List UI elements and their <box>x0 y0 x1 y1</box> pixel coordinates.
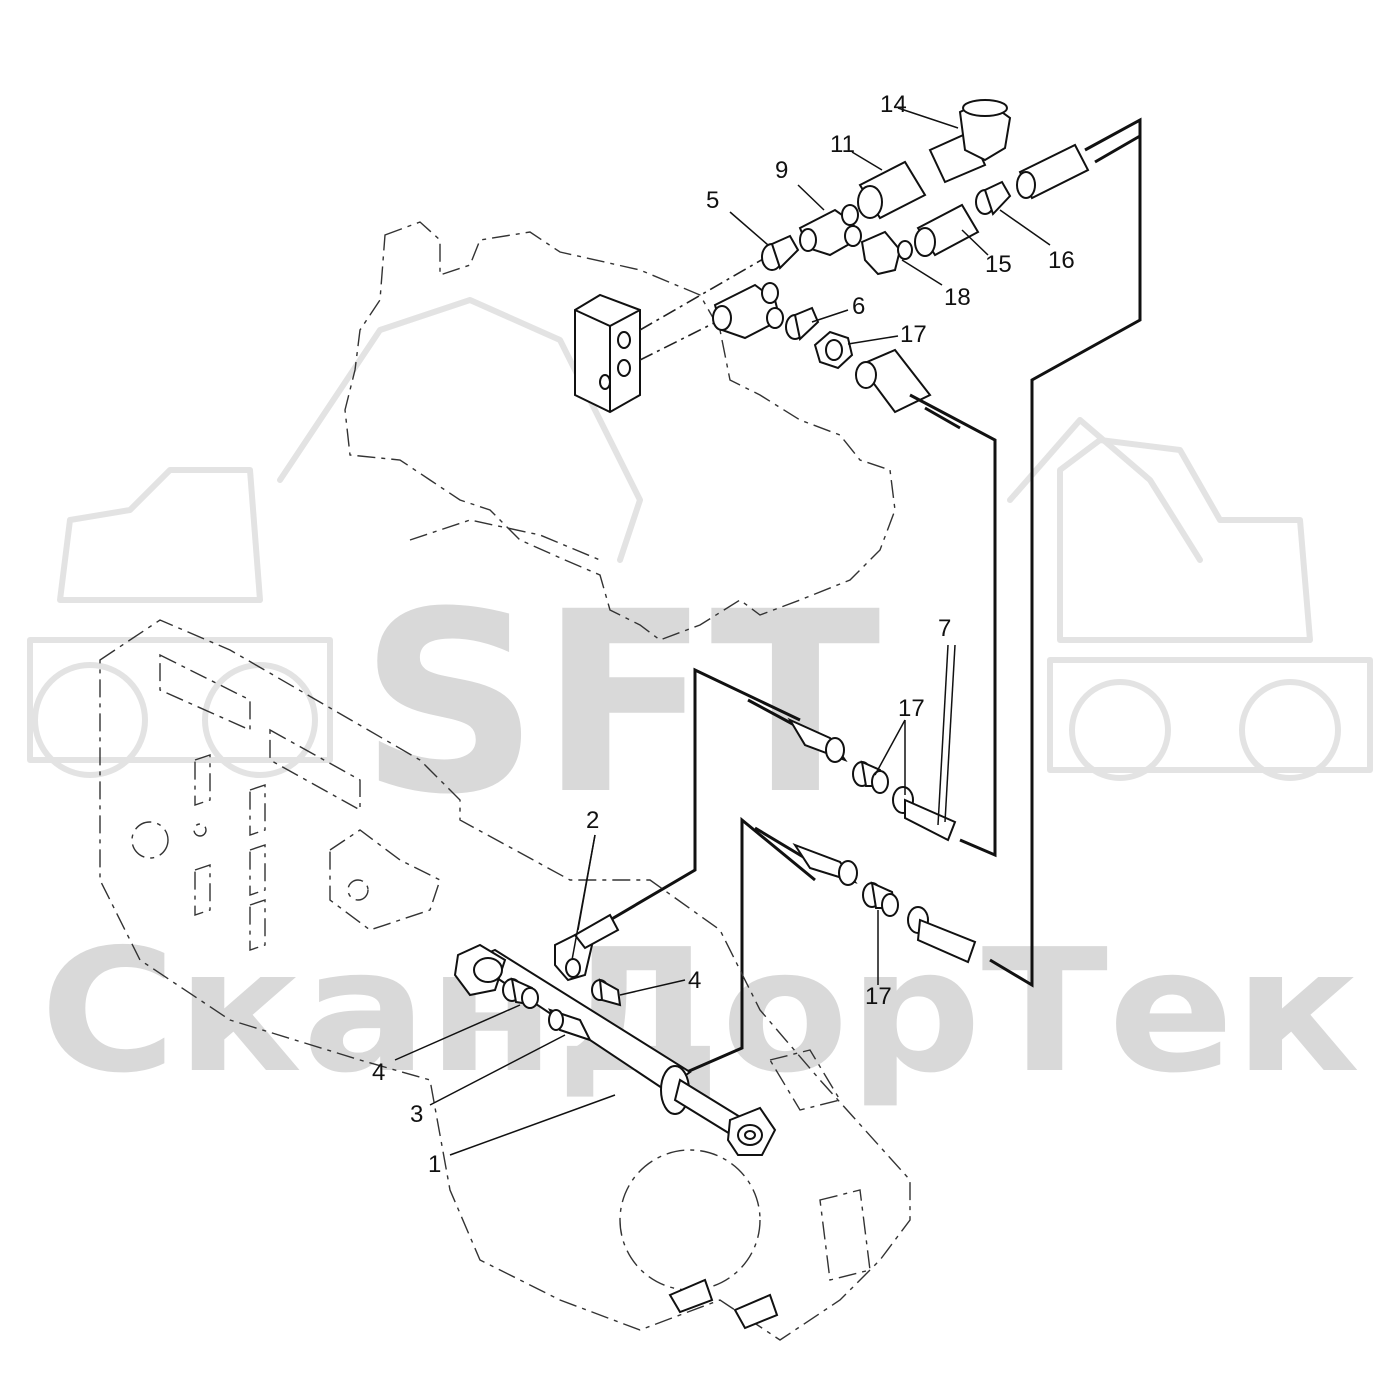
adapter-3 <box>548 1008 592 1042</box>
callout-15: 16 <box>1048 247 1075 274</box>
callout-14: 15 <box>985 251 1012 278</box>
frame-outline <box>99 619 911 1341</box>
callout-2: 2 <box>586 807 599 834</box>
leader-lines <box>394 107 1051 1156</box>
engine-outline <box>344 221 896 641</box>
hoses <box>609 117 1142 1077</box>
hose-end-lower <box>792 842 858 886</box>
callout-5: 5 <box>706 187 719 214</box>
watermark-tractor-left-icon <box>27 297 643 778</box>
coupler-8 <box>857 160 927 220</box>
callout-4-right: 4 <box>688 967 701 994</box>
hose-end-11 <box>787 717 848 763</box>
fittings-cylinder <box>502 913 622 1042</box>
callout-9: 14 <box>880 91 907 118</box>
nut-16 <box>813 330 854 370</box>
adapter-4-right <box>591 978 622 1007</box>
adapter-4-left <box>502 977 539 1009</box>
adapter-15 <box>975 180 1012 216</box>
watermark-company: СканДорТек <box>40 913 1360 1111</box>
callouts: 14 11 9 5 15 16 18 6 17 7 17 17 2 4 4 3 … <box>372 91 1075 1178</box>
coupler-14 <box>914 203 980 257</box>
fittings-middle <box>787 717 977 964</box>
elbow-9 <box>928 98 1012 184</box>
callout-4-left: 4 <box>372 1059 385 1086</box>
callout-17-lower: 17 <box>865 983 892 1010</box>
hose-end-upper <box>1016 143 1090 200</box>
elbow-18 <box>860 230 913 276</box>
adapter-17-lower <box>862 881 899 917</box>
callout-6: 6 <box>852 293 865 320</box>
callout-18: 18 <box>944 284 971 311</box>
valve-block <box>574 254 771 414</box>
watermark: SFT СканДорТек <box>27 297 1373 1111</box>
tee-lower <box>712 282 784 340</box>
callout-8: 11 <box>830 131 855 158</box>
callout-17-upper: 17 <box>898 695 925 722</box>
adapter-17-upper <box>852 760 889 794</box>
callout-1: 1 <box>428 1151 441 1178</box>
watermark-brand: SFT <box>359 558 880 849</box>
callout-16: 17 <box>900 321 927 348</box>
tee-7 <box>798 204 862 257</box>
watermark-tractor-right-icon <box>1007 417 1373 781</box>
fittings-upper <box>712 98 1090 414</box>
callout-7: 9 <box>775 157 788 184</box>
callout-11: 7 <box>938 615 951 642</box>
adapter-5 <box>761 234 800 271</box>
hose-end-17-lower <box>907 906 977 964</box>
callout-3: 3 <box>410 1101 423 1128</box>
hose-end-middle <box>855 348 932 414</box>
elbow-2 <box>554 913 620 982</box>
adapter-6 <box>785 306 820 341</box>
